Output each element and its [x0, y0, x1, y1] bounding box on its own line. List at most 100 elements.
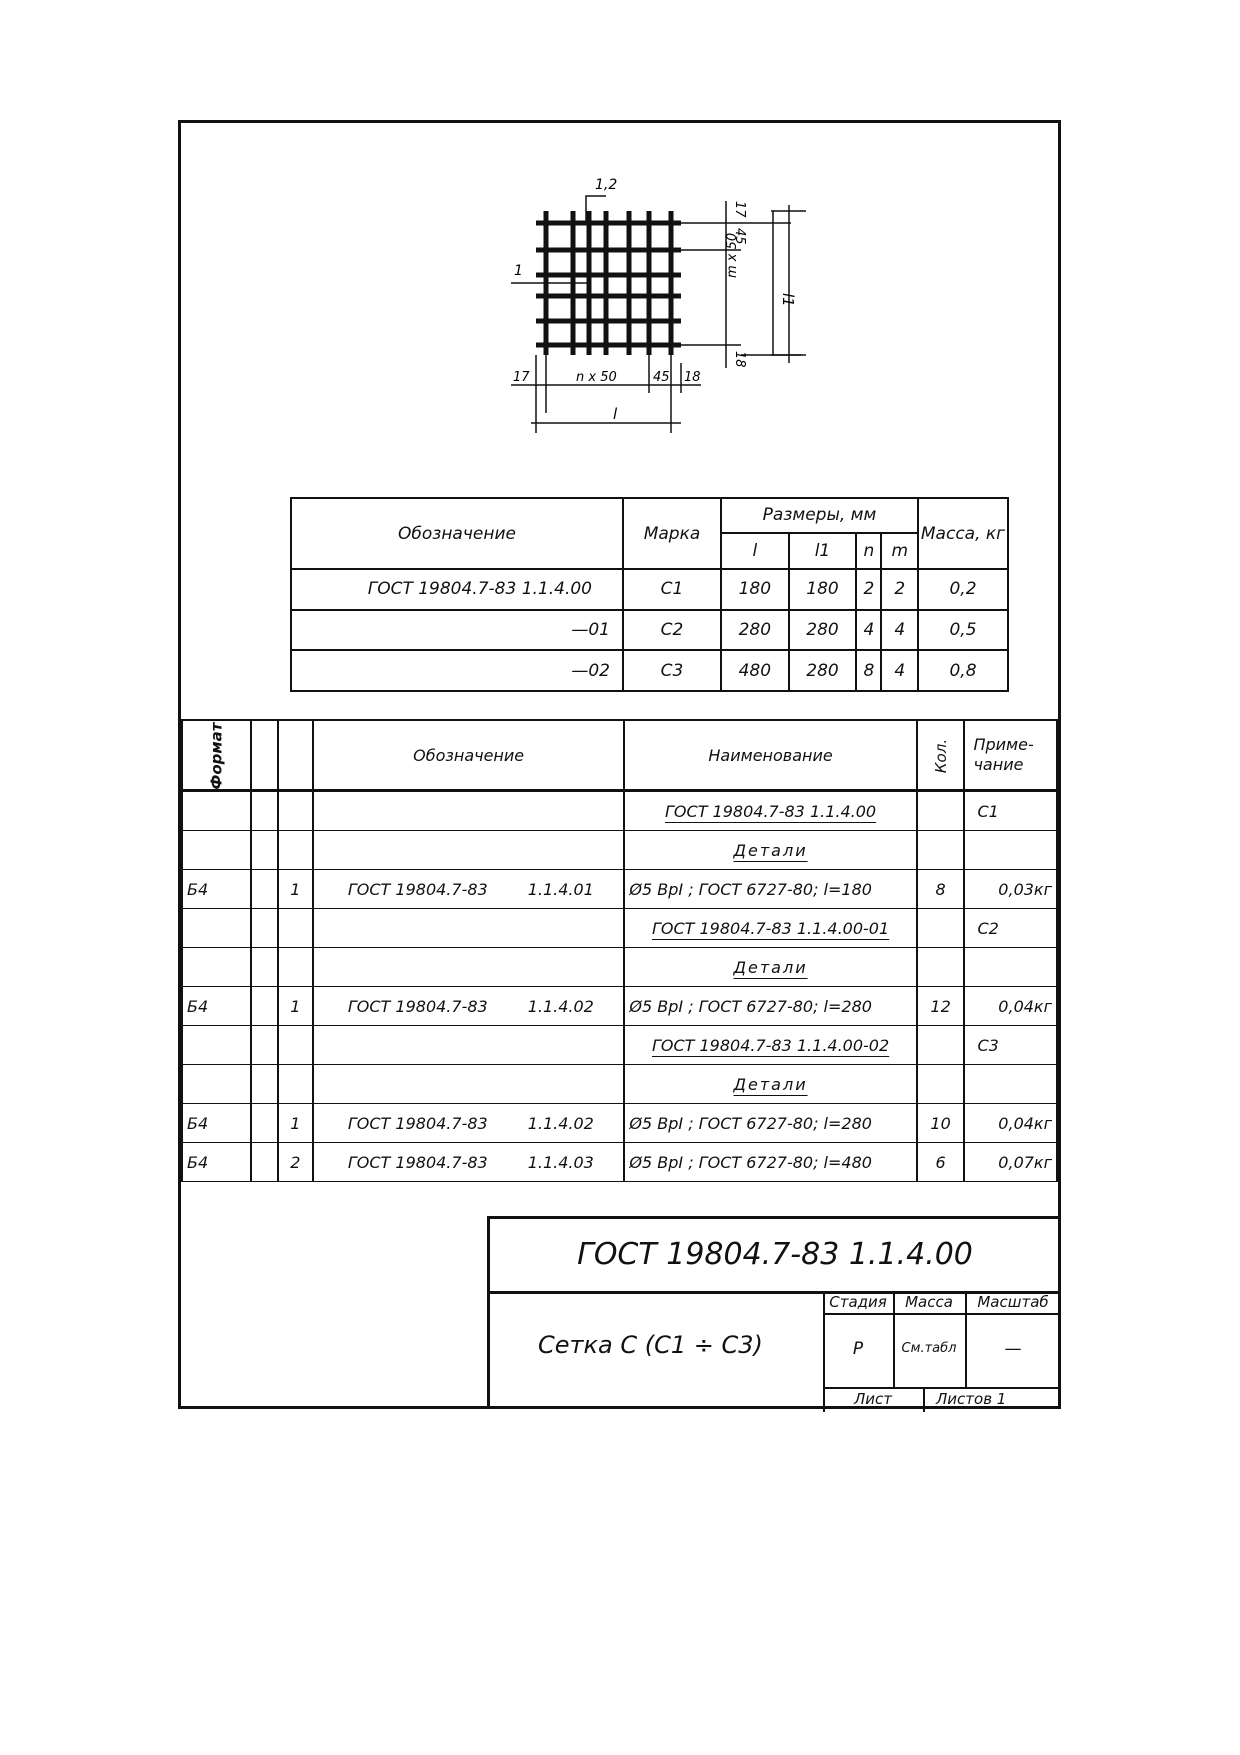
position-cell-text: 2 [290, 1152, 301, 1172]
name-cell: ГОСТ 19804.7-83 1.1.4.00-01 [623, 908, 918, 948]
dim-l: l [613, 405, 618, 423]
format-cell: Б4 [181, 1142, 252, 1182]
note-cell-text: 0,03кг [998, 879, 1052, 899]
designation-code: 1.1.4.01 [527, 879, 594, 899]
name-cell-text: Ø5 ВрI ; ГОСТ 6727-80; l=180 [629, 879, 872, 899]
label-pos-1-2: 1,2 [595, 177, 617, 193]
title-scale: — [1004, 1339, 1022, 1359]
designation-cell [311, 947, 626, 987]
note-cell: 0,04кг [963, 1103, 1058, 1143]
dim-45-horizontal: 45 [653, 370, 670, 385]
position-cell: 1 [276, 1103, 314, 1143]
note-cell-text: С1 [977, 801, 999, 821]
table-row: ГОСТ 19804.7-83 1.1.4.00-02 С3 [181, 1025, 1058, 1065]
table-row: —01 С2 280 280 4 4 0,5 [290, 608, 1009, 652]
position-cell [276, 1025, 314, 1065]
name-cell: Детали [623, 830, 918, 870]
name-cell: ГОСТ 19804.7-83 1.1.4.00-02 [623, 1025, 918, 1065]
dim-l1: l1 [779, 293, 797, 307]
quantity-cell [915, 830, 966, 870]
dim-17-top: 17 [732, 201, 747, 218]
format-cell-text: Б4 [187, 996, 209, 1016]
note-cell: 0,04кг [963, 986, 1058, 1026]
name-cell-text: ГОСТ 19804.7-83 1.1.4.00-01 [651, 918, 890, 938]
note-cell [963, 830, 1058, 870]
quantity-cell-text: 12 [930, 996, 951, 1016]
header-designation: Обозначение [311, 719, 626, 792]
sub-l: l [720, 531, 790, 571]
designation-standard: ГОСТ 19804.7-83 [347, 1113, 488, 1133]
header-dimensions: Размеры, мм [720, 497, 919, 534]
name-cell-text: Ø5 ВрI ; ГОСТ 6727-80; l=480 [629, 1152, 872, 1172]
designation-standard: ГОСТ 19804.7-83 [347, 1152, 488, 1172]
note-cell-text: С2 [977, 918, 999, 938]
position-cell: 1 [276, 869, 314, 909]
format-cell [181, 790, 252, 831]
name-cell-text: ГОСТ 19804.7-83 1.1.4.00-02 [651, 1035, 890, 1055]
table-row: Детали [181, 830, 1058, 870]
header-note: Приме-чание [963, 719, 1058, 792]
name-cell: Ø5 ВрI ; ГОСТ 6727-80; l=280 [623, 986, 918, 1026]
designation-standard: ГОСТ 19804.7-83 [347, 996, 488, 1016]
note-cell: 0,07кг [963, 1142, 1058, 1182]
title-stage-header: Стадия [829, 1293, 887, 1311]
mesh-sketch: 1,2 1 17 45 m x 50 l1 18 17 n x 50 45 18… [511, 177, 806, 433]
quantity-cell [915, 790, 966, 831]
format-cell-text: Б4 [187, 879, 209, 899]
header-mass: Масса, кг [917, 496, 1009, 571]
position-cell: 2 [276, 1142, 314, 1182]
name-cell: Ø5 ВрI ; ГОСТ 6727-80; l=480 [623, 1142, 918, 1182]
format-cell [181, 908, 252, 948]
table-row: Детали [181, 1064, 1058, 1104]
note-cell: С2 [963, 908, 1058, 948]
quantity-cell [915, 908, 966, 948]
blank-cell [250, 790, 279, 831]
name-cell: ГОСТ 19804.7-83 1.1.4.00 [623, 790, 918, 831]
specification-table: Формат Обозначение Наименование Кол. При… [181, 719, 1058, 1182]
quantity-cell [915, 1064, 966, 1104]
title-mass-header: Масса [905, 1293, 953, 1311]
designation-cell: ГОСТ 19804.7-83 1.1.4.02 [311, 986, 626, 1026]
table-row: ГОСТ 19804.7-83 1.1.4.00-01 С2 [181, 908, 1058, 948]
note-cell: С1 [963, 790, 1058, 831]
designation-standard: ГОСТ 19804.7-83 [347, 879, 488, 899]
quantity-cell: 6 [915, 1142, 966, 1182]
header-format: Формат [207, 722, 226, 789]
table-row: ГОСТ 19804.7-83 1.1.4.00 С1 [181, 790, 1058, 831]
designation-cell [311, 790, 626, 831]
table-row: —02 С3 480 280 8 4 0,8 [290, 649, 1009, 692]
position-cell: 1 [276, 986, 314, 1026]
note-cell-text: 0,04кг [998, 996, 1052, 1016]
header-name: Наименование [623, 719, 918, 792]
designation-code: 1.1.4.02 [527, 996, 594, 1016]
note-cell-text: 0,07кг [998, 1152, 1052, 1172]
position-cell-text: 1 [290, 996, 301, 1016]
quantity-cell [915, 1025, 966, 1065]
designation-code: 1.1.4.03 [527, 1152, 594, 1172]
header-designation: Обозначение [290, 496, 624, 571]
format-cell: Б4 [181, 1103, 252, 1143]
name-cell-text: Ø5 ВрI ; ГОСТ 6727-80; l=280 [629, 1113, 872, 1133]
note-cell: 0,03кг [963, 869, 1058, 909]
blank-cell [250, 830, 279, 870]
note-cell-text: С3 [977, 1035, 999, 1055]
name-cell: Ø5 ВрI ; ГОСТ 6727-80; l=180 [623, 869, 918, 909]
table-row: Б4 2 ГОСТ 19804.7-83 1.1.4.03 Ø5 ВрI ; ГОСТ … [181, 1142, 1058, 1182]
dimension-lines [511, 195, 806, 433]
designation-cell: ГОСТ 19804.7-83 1.1.4.03 [311, 1142, 626, 1182]
designation-cell [311, 1064, 626, 1104]
title-name: Сетка С (С1 ÷ С3) [538, 1331, 763, 1359]
format-cell [181, 830, 252, 870]
blank-cell [250, 986, 279, 1026]
dim-18-horizontal: 18 [684, 370, 701, 385]
designation-cell: ГОСТ 19804.7-83 1.1.4.01 [311, 869, 626, 909]
title-sheets-count: Листов 1 [936, 1390, 1007, 1408]
title-sheet-label: Лист [853, 1390, 893, 1408]
title-mass: См.табл [901, 1341, 957, 1356]
dim-45-vertical: 45 [732, 228, 747, 245]
blank-cell [250, 947, 279, 987]
blank-cell [250, 908, 279, 948]
position-cell-text: 1 [290, 1113, 301, 1133]
